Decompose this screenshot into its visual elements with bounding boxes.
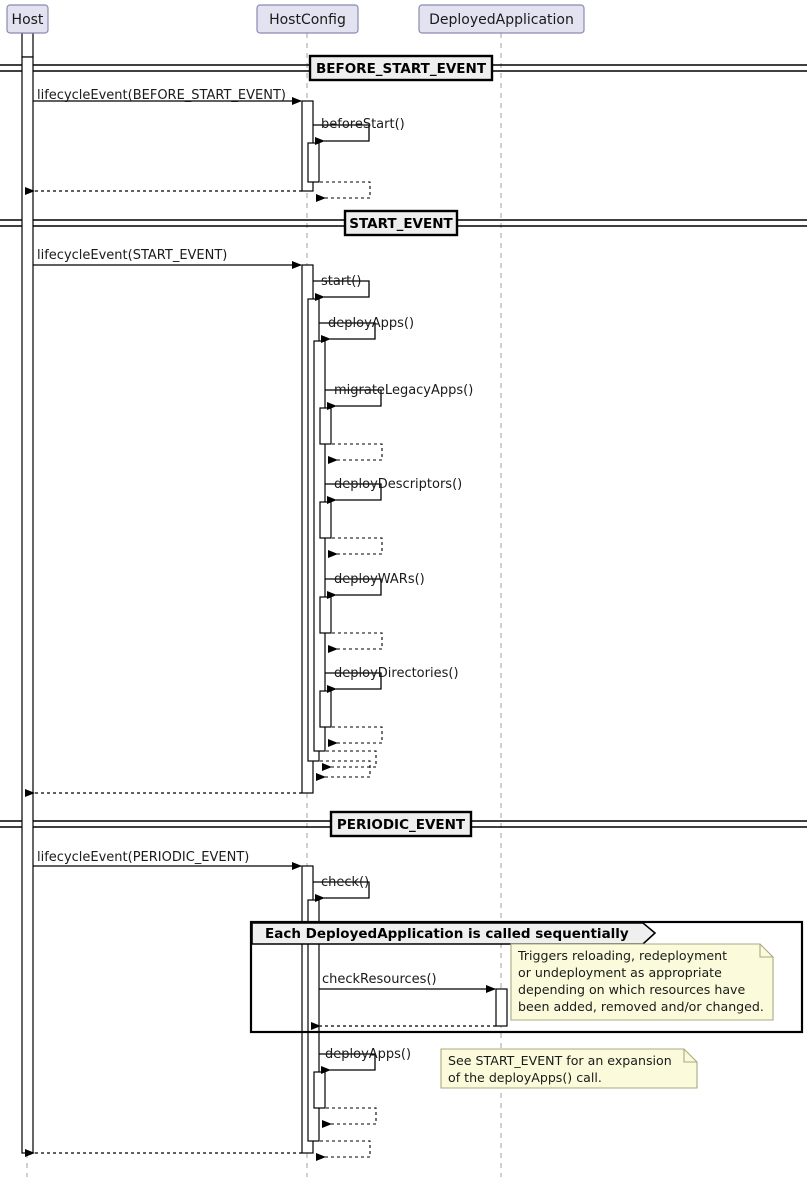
- self-message-return: [314, 1140, 371, 1161]
- self-message-call: [325, 578, 382, 599]
- activation-bar-config: [313, 1071, 326, 1109]
- activation-bar-host: [21, 56, 34, 1154]
- self-message-call: [313, 124, 370, 145]
- self-message-call: [313, 280, 370, 301]
- self-message-call: [325, 672, 382, 693]
- activation-bar-config: [319, 501, 332, 539]
- group-header-tab: [251, 922, 657, 945]
- message-label: beforeStart(): [321, 117, 405, 132]
- divider-label: PERIODIC_EVENT: [337, 817, 466, 833]
- message-label: lifecycleEvent(START_EVENT): [37, 248, 227, 263]
- activation-bar-app: [495, 988, 508, 1027]
- note-text-line: depending on which resources have: [518, 982, 746, 997]
- participant-box-app[interactable]: [418, 4, 585, 34]
- note-text-line: or undeployment as appropriate: [518, 965, 722, 980]
- group-frame: [249, 920, 804, 1034]
- message-label: start(): [321, 274, 361, 289]
- self-message-call: [313, 881, 370, 902]
- message-label: deployApps(): [325, 1047, 411, 1062]
- activation-bar-host: [21, 32, 34, 58]
- message-label: lifecycleEvent(PERIODIC_EVENT): [37, 850, 249, 865]
- divider-box-0: [308, 54, 494, 82]
- self-message-return: [326, 537, 383, 558]
- message-label: checkResources(): [322, 972, 437, 987]
- self-message-return: [314, 760, 371, 781]
- self-message-return: [314, 181, 371, 202]
- self-message-return: [326, 443, 383, 464]
- self-message-return: [326, 632, 383, 653]
- activation-bar-config: [307, 899, 320, 1142]
- dividers-layer: BEFORE_START_EVENT START_EVENT PERIODIC_EV…: [0, 54, 807, 838]
- divider-label: START_EVENT: [349, 216, 453, 232]
- notes-layer: Triggers reloading, redeployment or undep…: [440, 943, 774, 1089]
- participants-layer: Host HostConfig DeployedApplication: [6, 4, 585, 34]
- note-text-line: Triggers reloading, redeployment: [517, 948, 727, 963]
- note-text-line: been added, removed and/or changed.: [518, 999, 764, 1014]
- self-message-return: [320, 750, 377, 771]
- participant-box-host[interactable]: [6, 4, 49, 34]
- lifelines-layer: [26, 33, 502, 1177]
- activations-layer: [21, 32, 508, 1154]
- message-label: deployDirectories(): [334, 666, 459, 681]
- activation-bar-config: [319, 690, 332, 728]
- note-box: [510, 943, 774, 1021]
- participant-label-host: Host: [12, 12, 44, 28]
- activation-bar-config: [313, 340, 326, 752]
- self-message-call: [319, 1053, 376, 1074]
- message-label: deployDescriptors(): [334, 477, 462, 492]
- self-message-return: [326, 726, 383, 747]
- divider-label: BEFORE_START_EVENT: [316, 61, 487, 77]
- message-label: check(): [321, 875, 369, 890]
- divider-box-1: [343, 209, 459, 237]
- messages-layer: lifecycleEvent(BEFORE_START_EVENT)before…: [25, 88, 496, 1161]
- message-label: deployApps(): [328, 316, 414, 331]
- self-message-call: [325, 389, 382, 410]
- participant-label-config: HostConfig: [269, 12, 346, 28]
- note-fold-icon: [759, 944, 773, 958]
- note-box: [440, 1048, 698, 1089]
- activation-bar-config: [319, 407, 332, 445]
- divider-box-2: [329, 810, 473, 838]
- note-fold-icon: [683, 1049, 697, 1063]
- self-message-return: [320, 1107, 377, 1128]
- self-message-call: [325, 483, 382, 504]
- self-message-call: [319, 322, 376, 343]
- note-text-line: of the deployApps() call.: [448, 1070, 602, 1085]
- activation-bar-config: [319, 596, 332, 634]
- participant-label-app: DeployedApplication: [429, 12, 574, 28]
- message-label: migrateLegacyApps(): [334, 383, 473, 398]
- group-frames-layer: Each DeployedApplication is called seque…: [249, 920, 804, 1034]
- participant-box-config[interactable]: [256, 4, 359, 34]
- message-label: deployWARs(): [334, 572, 425, 587]
- group-label: Each DeployedApplication is called seque…: [265, 926, 629, 942]
- message-label: lifecycleEvent(BEFORE_START_EVENT): [37, 88, 286, 103]
- activation-bar-config: [307, 142, 320, 183]
- note-text-line: See START_EVENT for an expansion: [448, 1053, 672, 1068]
